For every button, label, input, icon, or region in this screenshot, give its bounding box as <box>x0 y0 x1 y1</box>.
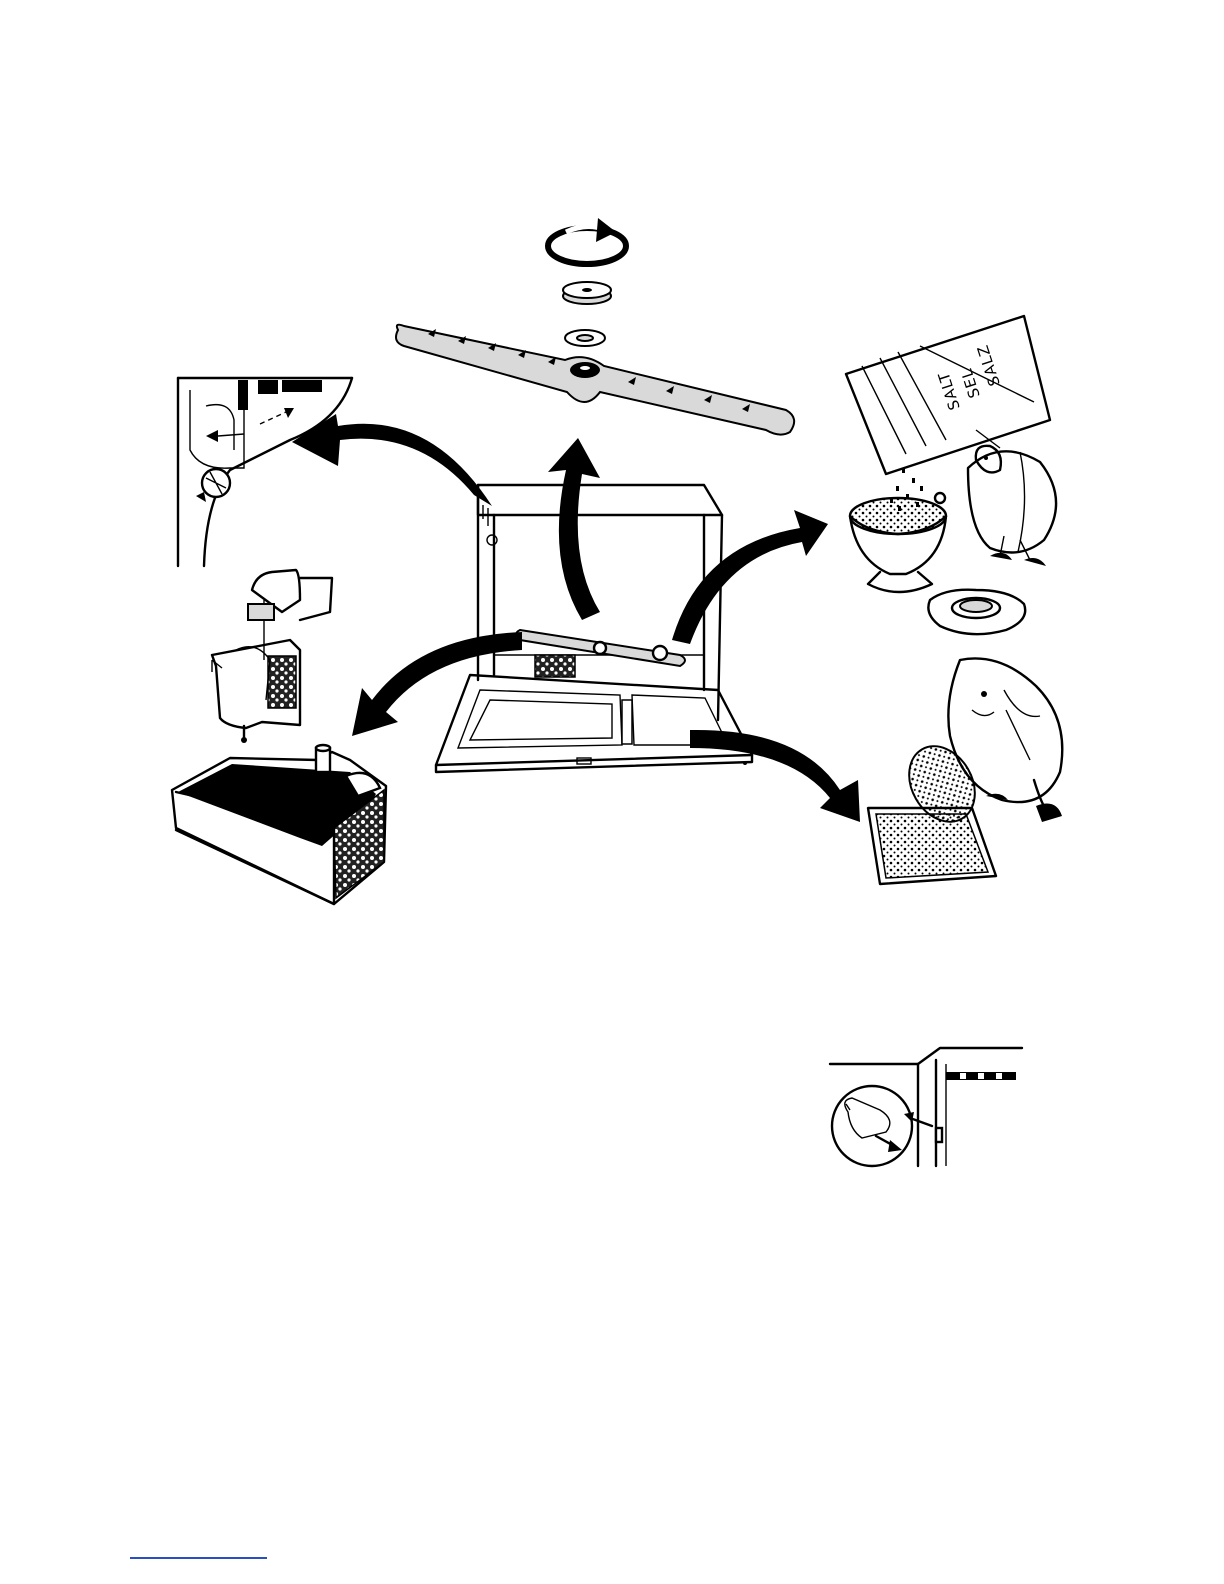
detail-detergent-filling <box>868 658 1062 884</box>
arrow-upper-right <box>672 510 828 644</box>
detail-filter-basket <box>212 570 332 743</box>
svg-text:SEL: SEL <box>957 366 984 400</box>
spray-arm-washer <box>565 330 605 346</box>
detail-door-lock <box>830 1048 1022 1166</box>
salt-container-cap <box>928 590 1025 634</box>
detail-coarse-filter <box>172 745 386 904</box>
salt-package: SALT SEL SALZ <box>846 316 1050 474</box>
arrow-up <box>548 438 600 620</box>
salt-character <box>968 430 1056 566</box>
dishwasher <box>436 485 752 772</box>
arrow-left <box>352 632 522 736</box>
arrow-right <box>690 730 860 822</box>
salt-funnel <box>850 493 946 592</box>
detail-salt-filling: SALT SEL SALZ <box>846 316 1056 634</box>
rotate-direction-icon <box>548 218 626 264</box>
arrow-upper-left <box>292 414 492 506</box>
detail-hatch <box>178 378 352 566</box>
spray-arm-nut <box>563 282 611 304</box>
footer-link-underline <box>130 1557 267 1559</box>
